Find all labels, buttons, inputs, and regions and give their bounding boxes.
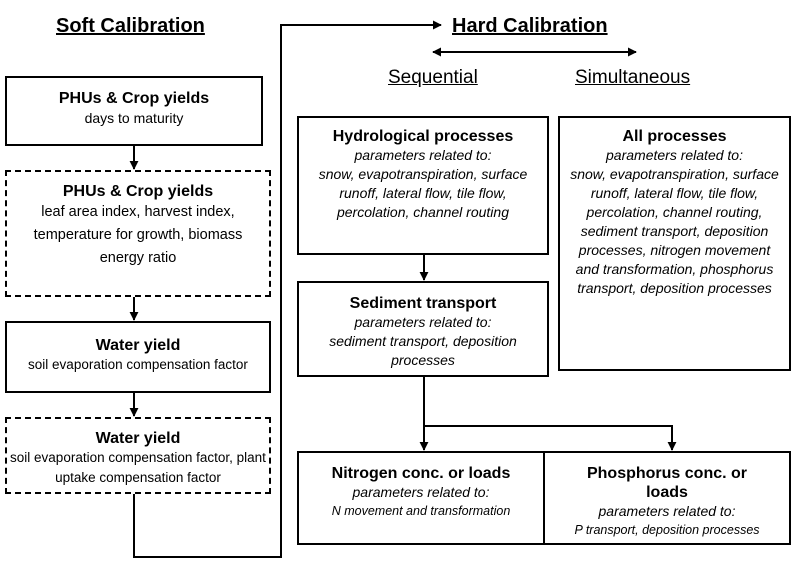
box-title: PHUs & Crop yields xyxy=(62,183,214,200)
box-title: Nitrogen conc. or loads xyxy=(331,465,511,482)
box-prefix: parameters related to: xyxy=(352,484,490,500)
soft-calibration-heading: Soft Calibration xyxy=(56,15,205,37)
box-title: All processes xyxy=(622,128,727,145)
box-title: Hydrological processes xyxy=(332,128,514,145)
box-title: Phosphorus conc. or loads xyxy=(586,465,747,501)
water-yield-box-2: Water yield soil evaporation compensatio… xyxy=(5,417,271,494)
box-description: days to maturity xyxy=(84,110,184,126)
box-prefix: parameters related to: xyxy=(598,503,736,519)
phosphorus-loads-box: Phosphorus conc. or loads parameters rel… xyxy=(543,451,791,545)
box-prefix: parameters related to: xyxy=(354,147,492,163)
box-description: soil evaporation compensation factor xyxy=(28,357,248,372)
phus-crop-yields-box-1: PHUs & Crop yields days to maturity xyxy=(5,76,263,146)
box-description: sediment transport, deposition processes xyxy=(329,333,517,368)
box-title: PHUs & Crop yields xyxy=(58,90,210,107)
box-description: snow, evapotranspiration, surface runoff… xyxy=(318,166,528,220)
box-description: N movement and transformation xyxy=(331,504,511,518)
box-prefix: parameters related to: xyxy=(606,147,743,163)
box-title: Water yield xyxy=(95,337,181,354)
sediment-transport-box: Sediment transport parameters related to… xyxy=(297,281,549,377)
water-yield-box-1: Water yield soil evaporation compensatio… xyxy=(5,321,271,393)
phus-crop-yields-box-2: PHUs & Crop yields leaf area index, harv… xyxy=(5,170,271,297)
box-description: leaf area index, harvest index, temperat… xyxy=(33,204,243,266)
box-description: snow, evapotranspiration, surface runoff… xyxy=(570,166,779,296)
box-title: Sediment transport xyxy=(349,295,497,312)
hard-calibration-heading: Hard Calibration xyxy=(452,15,608,37)
box-description: P transport, deposition processes xyxy=(574,523,760,537)
all-processes-box: All processes parameters related to: sno… xyxy=(558,116,791,371)
nitrogen-loads-box: Nitrogen conc. or loads parameters relat… xyxy=(297,451,545,545)
box-title: Water yield xyxy=(95,430,181,447)
arrow-soft-to-hard xyxy=(133,20,442,558)
box-prefix: parameters related to: xyxy=(354,314,492,330)
hydrological-processes-box: Hydrological processes parameters relate… xyxy=(297,116,549,255)
sequential-label: Sequential xyxy=(388,67,478,88)
box-description: soil evaporation compensation factor, pl… xyxy=(10,450,266,485)
arrow-sediment-to-phosphorus xyxy=(424,425,677,451)
simultaneous-label: Simultaneous xyxy=(575,67,691,88)
